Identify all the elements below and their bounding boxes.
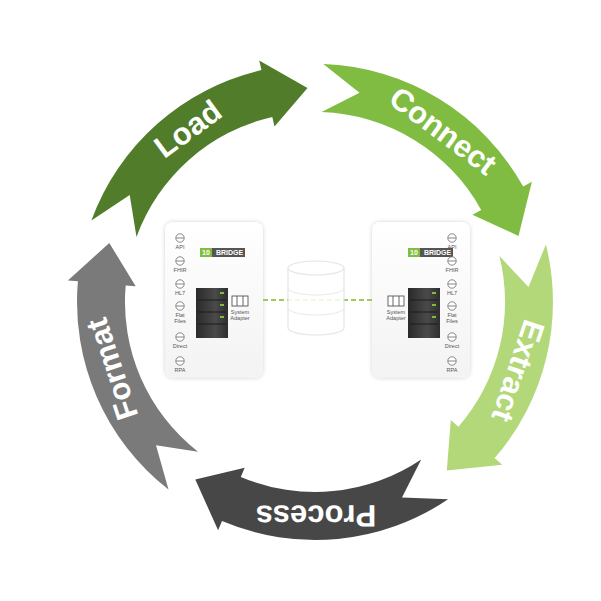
arrow-outline (195, 460, 448, 541)
protocol-label: Flat Files (444, 312, 460, 324)
adapter-label: System Adapter (384, 309, 408, 321)
adapter-label: System Adapter (228, 309, 252, 321)
protocol-label: FHIR (440, 267, 464, 273)
protocol-label: RPA (168, 367, 192, 373)
server-icon (196, 288, 440, 338)
protocol-label: API (440, 244, 464, 250)
brand-logo-text: BRIDGE (212, 248, 245, 257)
protocol-icons (176, 234, 456, 365)
arrow-outline (322, 64, 532, 236)
connect-arrow: Connect (319, 52, 553, 249)
protocol-label: FHIR (168, 267, 192, 273)
database-cylinder (288, 261, 344, 335)
protocol-label: HL7 (168, 290, 192, 296)
protocol-label: RPA (440, 367, 464, 373)
protocol-label: Direct (168, 343, 192, 349)
protocol-label: Direct (440, 343, 464, 349)
adapter-icon (232, 296, 404, 306)
protocol-label: HL7 (440, 290, 464, 296)
arrow-outline (91, 60, 307, 237)
process-arrow: Process (174, 449, 456, 552)
protocol-label: API (168, 244, 192, 250)
arrow-shape (79, 52, 311, 243)
protocol-label: Flat Files (172, 312, 188, 324)
load-arrow: Load (79, 52, 311, 243)
brand-logo-text: 10 (200, 248, 212, 257)
step-label: Process (256, 500, 377, 532)
system-panel: 10BRIDGE API FHIR HL7Flat FilesDirectRPA Sys… (165, 222, 263, 378)
system-panel: 10BRIDGEAPIFHIRHL7Flat FilesDirectRPASys… (372, 222, 470, 378)
brand-logo-text: 10 (408, 248, 420, 257)
data-link (263, 300, 372, 301)
arrow-shape (319, 52, 553, 249)
